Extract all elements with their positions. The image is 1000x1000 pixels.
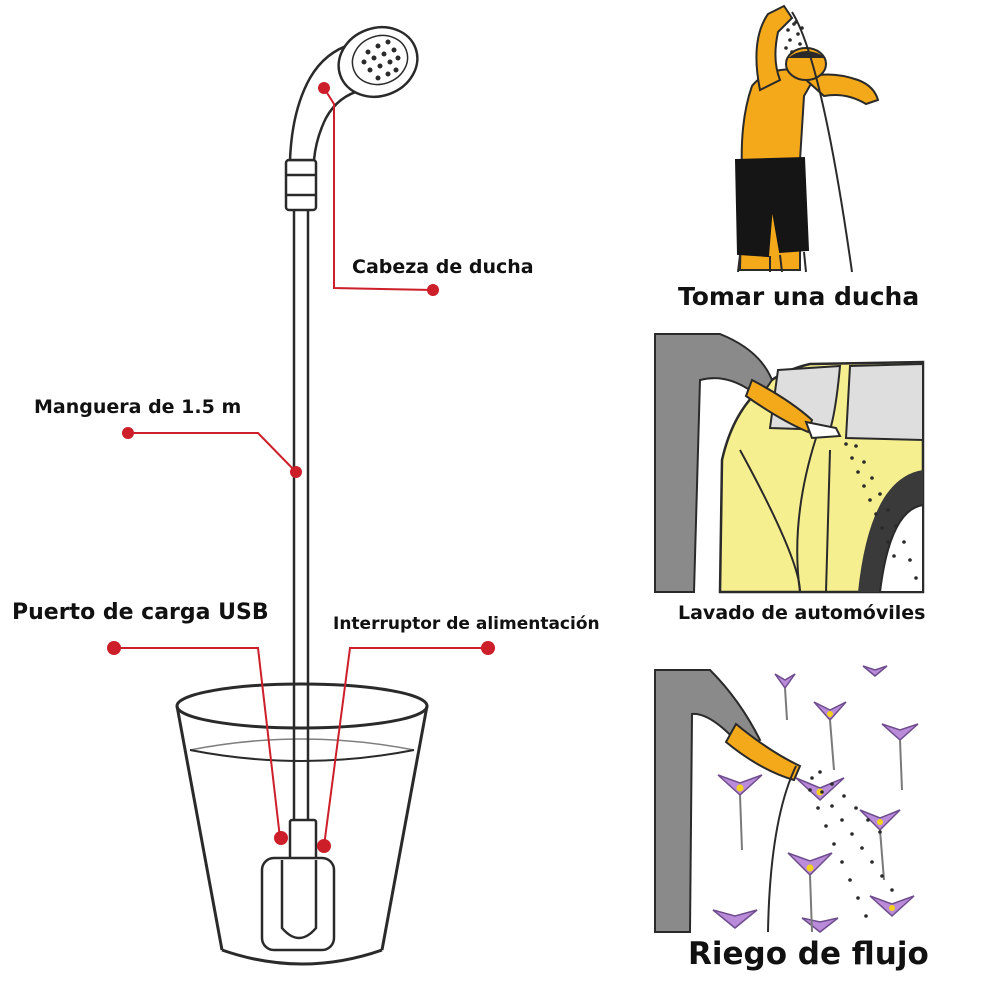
flower-watering bbox=[654, 665, 931, 933]
caption-car-wash: Lavado de automóviles bbox=[678, 602, 926, 624]
callout-lines bbox=[114, 87, 488, 847]
water-line bbox=[189, 749, 415, 762]
caption-shower: Tomar una ducha bbox=[678, 282, 920, 311]
shower-head-icon bbox=[284, 25, 419, 212]
callout-line-usb bbox=[114, 647, 281, 839]
caption-watering: Riego de flujo bbox=[688, 936, 929, 972]
callout-line-hose bbox=[128, 432, 297, 473]
person-showering bbox=[734, 4, 880, 273]
callout-dot bbox=[318, 82, 330, 94]
label-usb-port: Puerto de carga USB bbox=[12, 600, 269, 625]
pump-unit bbox=[260, 818, 336, 952]
callout-line-switch bbox=[323, 647, 488, 847]
water-bucket bbox=[175, 682, 429, 966]
callout-dot bbox=[481, 641, 495, 655]
label-shower-head: Cabeza de ducha bbox=[352, 256, 534, 278]
callout-dot bbox=[290, 466, 302, 478]
callout-line-shower-head bbox=[323, 87, 434, 291]
callout-dot bbox=[122, 427, 134, 439]
label-hose: Manguera de 1.5 m bbox=[34, 396, 242, 418]
callout-dot bbox=[427, 284, 439, 296]
label-power-switch: Interruptor de alimentación bbox=[333, 614, 600, 634]
callout-dot bbox=[274, 831, 288, 845]
hose bbox=[292, 210, 310, 820]
car-washing bbox=[654, 333, 925, 594]
callout-dot bbox=[107, 641, 121, 655]
callout-dot bbox=[317, 839, 331, 853]
callout-dots bbox=[107, 82, 495, 853]
